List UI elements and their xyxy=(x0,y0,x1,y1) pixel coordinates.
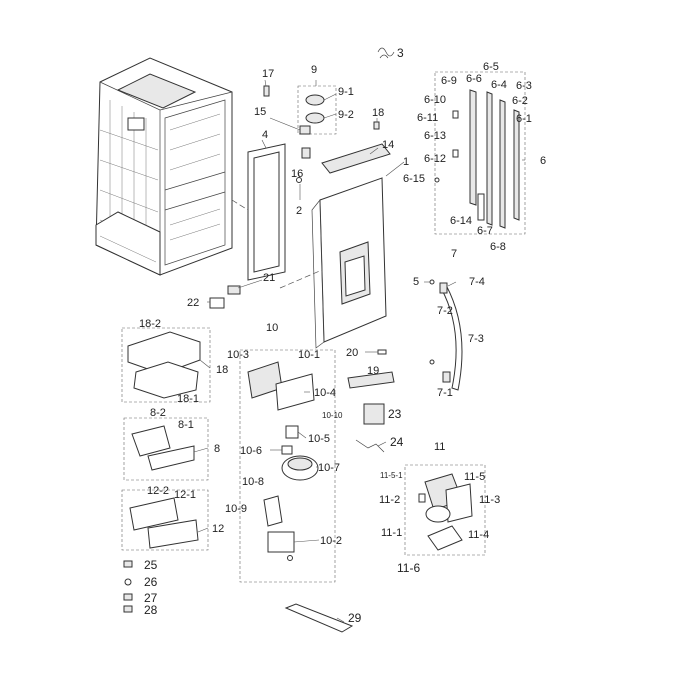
label-6-5: 6-5 xyxy=(483,61,499,73)
label-8: 8 xyxy=(214,443,220,455)
label-6-11: 6-11 xyxy=(417,112,438,124)
label-8-2: 8-2 xyxy=(150,407,166,419)
label-6-4: 6-4 xyxy=(491,79,507,91)
screws xyxy=(123,560,133,613)
label-6-6: 6-6 xyxy=(466,73,482,85)
label-11-4: 11-4 xyxy=(468,529,489,541)
label-7-2: 7-2 xyxy=(437,305,453,317)
label-8-1: 8-1 xyxy=(178,419,194,431)
label-6-14: 6-14 xyxy=(450,215,472,227)
hinge-parts xyxy=(297,85,337,135)
label-5: 5 xyxy=(413,276,419,288)
label-10-5: 10-5 xyxy=(308,433,330,445)
label-10-2: 10-2 xyxy=(320,535,342,547)
label-17: 17 xyxy=(262,68,274,80)
label-10-3: 10-3 xyxy=(227,349,249,361)
label-6-8: 6-8 xyxy=(490,241,506,253)
label-6-1: 6-1 xyxy=(516,113,532,125)
label-24: 24 xyxy=(390,435,404,449)
label-15: 15 xyxy=(254,106,266,118)
label-10-4: 10-4 xyxy=(314,387,336,399)
label-11-1: 11-1 xyxy=(381,527,402,539)
label-9: 9 xyxy=(311,64,317,76)
label-6-2: 6-2 xyxy=(512,95,528,107)
label-11: 11 xyxy=(434,441,445,453)
label-3: 3 xyxy=(397,46,404,60)
door-bins xyxy=(121,327,211,551)
dispenser-assembly xyxy=(239,349,336,583)
chute-parts xyxy=(209,285,241,309)
label-25: 25 xyxy=(144,558,158,572)
label-18: 18 xyxy=(372,107,384,119)
label-11-6: 11-6 xyxy=(397,561,420,575)
label-14: 14 xyxy=(382,139,394,151)
small-hardware xyxy=(263,47,395,183)
label-4: 4 xyxy=(262,129,268,141)
label-11-3: 11-3 xyxy=(479,494,500,506)
label-18: 18 xyxy=(216,364,228,376)
label-10-6: 10-6 xyxy=(240,445,262,457)
label-18-1: 18-1 xyxy=(177,393,199,405)
label-10-8: 10-8 xyxy=(242,476,264,488)
door-trims xyxy=(434,71,526,235)
label-7: 7 xyxy=(451,248,457,260)
label-6-7: 6-7 xyxy=(477,225,493,237)
label-21: 21 xyxy=(263,272,275,284)
label-7-3: 7-3 xyxy=(468,333,484,345)
label-1: 1 xyxy=(403,156,409,168)
fridge-door xyxy=(311,143,391,349)
label-9-1: 9-1 xyxy=(338,86,354,98)
misc-parts xyxy=(347,349,395,453)
label-27: 27 xyxy=(144,591,158,605)
label-6-15: 6-15 xyxy=(403,173,425,185)
label-23: 23 xyxy=(388,407,402,421)
label-7-4: 7-4 xyxy=(469,276,485,288)
label-6-10: 6-10 xyxy=(424,94,446,106)
label-7-1: 7-1 xyxy=(437,387,453,399)
label-6-13: 6-13 xyxy=(424,130,446,142)
label-29: 29 xyxy=(348,611,362,625)
label-12-1: 12-1 xyxy=(174,489,196,501)
label-28: 28 xyxy=(144,603,158,617)
label-16: 16 xyxy=(291,168,303,180)
label-10-9: 10-9 xyxy=(225,503,247,515)
label-9-2: 9-2 xyxy=(338,109,354,121)
bottom-strip xyxy=(284,603,354,633)
label-12-2: 12-2 xyxy=(147,485,169,497)
door-gasket xyxy=(247,143,286,281)
label-11-2: 11-2 xyxy=(379,494,400,506)
label-10-10: 10-10 xyxy=(322,411,343,420)
label-6-3: 6-3 xyxy=(516,80,532,92)
label-10: 10 xyxy=(266,322,278,334)
label-11-5: 11-5 xyxy=(464,471,485,483)
label-10-1: 10-1 xyxy=(298,349,320,361)
label-18-2: 18-2 xyxy=(139,318,161,330)
label-22: 22 xyxy=(187,297,199,309)
label-26: 26 xyxy=(144,575,158,589)
label-19: 19 xyxy=(367,365,379,377)
refrigerator-cabinet xyxy=(95,57,233,276)
label-12: 12 xyxy=(212,523,224,535)
label-6-12: 6-12 xyxy=(424,153,446,165)
label-20: 20 xyxy=(346,347,358,359)
label-6: 6 xyxy=(540,155,546,167)
callout-labels: 3 17 9 9-1 9-2 15 18 4 14 1 16 2 6-5 6-9… xyxy=(139,46,546,625)
label-6-9: 6-9 xyxy=(441,75,457,87)
door-handle xyxy=(429,279,463,391)
leader-lines xyxy=(193,79,525,623)
ice-motor-assembly xyxy=(404,464,486,556)
label-10-7: 10-7 xyxy=(318,462,340,474)
label-2: 2 xyxy=(296,205,302,217)
label-11-5-1: 11-5-1 xyxy=(380,471,403,480)
